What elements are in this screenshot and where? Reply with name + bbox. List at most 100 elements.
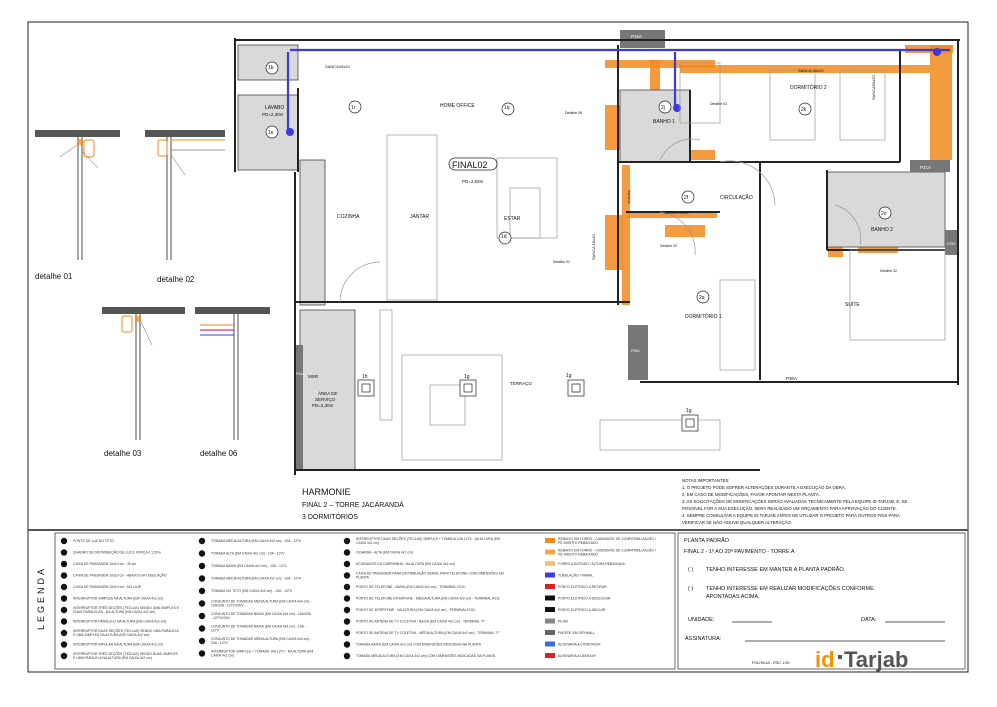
legend-symbol-icon <box>545 595 555 601</box>
legend-symbol-icon <box>343 595 351 602</box>
legend-item-label: INTERRUPTOR SIMPLES NA ALTURA (EM CAIXA … <box>73 597 163 601</box>
svg-text:2j: 2j <box>661 105 665 111</box>
sanca-vertical: SANCA <box>627 190 632 204</box>
option-modify-label: TENHO INTERESSE EM REALIZAR MODIFICAÇÕES… <box>706 585 874 592</box>
detail-03[interactable]: detalhe 03 <box>102 307 185 458</box>
legend-item-label: PILAR <box>558 620 568 624</box>
legend-item-label: TUBULAÇÃO / RAMAL <box>558 573 593 578</box>
legend-symbol-icon <box>343 641 351 648</box>
legend-item-label: CONJUNTO DE TOMADAS BAIXA (EM CAIXA 4x4 … <box>211 612 312 620</box>
svg-text:POSSÍVEL FOR A SUA EXECUÇÃO, S: POSSÍVEL FOR A SUA EXECUÇÃO, SERÁ REALIZ… <box>682 506 897 511</box>
svg-text:VERIFICAR SE NÃO HOUVE QUALQUE: VERIFICAR SE NÃO HOUVE QUALQUER ALTERAÇÃ… <box>682 520 792 525</box>
legend-symbol-icon <box>60 652 68 660</box>
unit-final: FINAL02 <box>452 160 488 170</box>
legend-item-label: PAREDE EM DRYWALL <box>558 631 595 635</box>
sanca-dorm2: SANCA 50x20 <box>798 68 824 73</box>
svg-text:1g: 1g <box>686 408 692 414</box>
sanca-dorm1: SANCA 10x10 <box>591 234 596 260</box>
detail-02[interactable]: detalhe 02 <box>145 130 225 284</box>
room-estar: ESTAR <box>504 216 521 222</box>
important-notes: NOTAS IMPORTANTES: 1. O PROJETO PODE SOF… <box>682 478 908 525</box>
fixture-1g-b: 1g <box>566 373 585 397</box>
svg-text:2q: 2q <box>699 295 705 301</box>
room-dormitorio-1: DORMITÓRIO 1 <box>685 313 722 320</box>
room-terraco: TERRAÇO <box>510 381 533 386</box>
wall-p30a: P30A <box>786 376 797 381</box>
data-label: DATA: <box>861 617 877 623</box>
legend-symbol-icon <box>343 537 351 545</box>
svg-text:1q: 1q <box>504 105 510 111</box>
fixture-1g-a: 1g <box>459 374 477 397</box>
legend-symbol-icon <box>198 537 206 545</box>
circuit-tag-2k: 2k <box>798 102 812 116</box>
title-heading: PLANTA PADRÃO <box>684 537 730 544</box>
legend-item-label: ALVENARIA A CONSTRUIR <box>558 643 601 647</box>
legend-symbol-icon <box>545 584 555 589</box>
legend-item-label: INTERRUPTOR TRÊS SEÇÕES (TECLAS) SENDO U… <box>73 605 180 614</box>
svg-text:2k: 2k <box>801 107 807 113</box>
legend-symbol-icon <box>198 562 206 570</box>
detail-06[interactable]: detalhe 06 <box>195 307 270 458</box>
legend-symbol-icon <box>60 572 68 579</box>
svg-text:id: id <box>815 647 835 672</box>
legend-symbol-icon <box>545 618 555 624</box>
detail-ref-02b: Detalhe 02 <box>660 244 677 248</box>
svg-text:1r: 1r <box>351 105 356 111</box>
svg-text:Tarjab: Tarjab <box>844 647 908 672</box>
legend-symbol-icon <box>343 618 351 625</box>
detail-ref-02c: Detalhe 02 <box>880 269 897 273</box>
legend-item-label: TOMADA MÉDIA ALTURA (EM CAIXA 4x2 cm) CO… <box>356 653 496 658</box>
legend-symbol-icon <box>60 583 68 591</box>
legend-item-label: PONTO ELÉTRICO A DESLOCAR <box>558 596 611 601</box>
legend-item-label: TOMADA MÉDIA ALTURA (EM CAIXA 4x2 cm) - … <box>211 538 302 543</box>
circuit-tag-1r: 1r <box>348 100 362 114</box>
legend-box <box>54 532 676 670</box>
detail-01[interactable]: detalhe 01 <box>35 130 120 281</box>
option-modify-checkbox[interactable]: ( ) <box>688 586 693 592</box>
room-cozinha: COZINHA <box>337 214 360 220</box>
option-keep-label: TENHO INTERESSE EM MANTER A PLANTA PADRÃ… <box>706 566 846 573</box>
legend-item-label: ACIONADOR DA CAMPAINHA - NA ALTURA (EM C… <box>356 562 455 566</box>
legend-item-label: PONTO DE LUZ NO TETO <box>73 539 114 543</box>
legend-symbol-icon <box>343 549 351 556</box>
legend-symbol-icon <box>60 618 68 625</box>
legend-symbol-icon <box>545 549 555 555</box>
sheet-number: FOLHA A3 - ESC 1:50 <box>752 661 790 665</box>
assinatura-label: ASSINATURA: <box>685 636 722 642</box>
legend-item-label: TOMADA ALTA (EM CAIXA 4x2 cm) - 10A - 12… <box>211 552 285 556</box>
sanca-label: SANCA25x20 <box>325 64 350 69</box>
room-lavabo: LAVABO <box>265 105 284 111</box>
legend-item-label: CAIXA DE PASSAGEM 10x10 cm - ABAIXO DA T… <box>73 573 167 578</box>
legend-item-label: TOMADA NO TETO (EM CAIXA 4x2 cm) - 10A -… <box>211 589 293 593</box>
wall-p29a: P29A <box>947 242 956 246</box>
detail-ref-01: Detalhe 01 <box>553 260 570 264</box>
svg-text:3. AS SOLICITAÇÕES DE MODIFICA: 3. AS SOLICITAÇÕES DE MODIFICAÇÕES SERÃO… <box>682 499 908 504</box>
svg-text:1. O PROJETO PODE SOFRER ALTER: 1. O PROJETO PODE SOFRER ALTERAÇÕES DURA… <box>682 485 846 490</box>
legend-symbol-icon <box>343 652 351 660</box>
circuit-tag-2f: 2f <box>681 190 695 204</box>
legend-item-label: CONJUNTO DE TOMADAS BAIXA (EM CAIXA 4x4 … <box>211 625 307 633</box>
legend-item-label: PONTO DE INTERFONE - NA ALTURA (EM CAIXA… <box>356 608 475 612</box>
legend-symbol-icon <box>60 595 68 602</box>
legend-symbol-icon <box>545 653 555 658</box>
legend-symbol-icon <box>198 650 206 657</box>
lavabo-pd: PD=2,30m <box>262 112 284 117</box>
fixture-1h: 1h <box>357 374 375 397</box>
legend-item-label: TOMADA BAIXA (EM CAIXA 4x2 cm) COM DIMEN… <box>356 642 482 647</box>
legend-symbol-icon <box>343 583 351 591</box>
legend-symbol-icon <box>343 572 351 579</box>
svg-text:1h: 1h <box>362 374 368 380</box>
svg-text:NOTAS IMPORTANTES:: NOTAS IMPORTANTES: <box>682 478 730 483</box>
detail-ref-02a: Detalhe 02 <box>710 102 727 106</box>
legend-item-label: REBAIXO EM FORRO - CANDIDATE DE COMPATIB… <box>558 548 657 557</box>
legend-symbol-icon <box>198 550 206 557</box>
svg-text:2. EM CASO DE MODIFICAÇÕES, FA: 2. EM CASO DE MODIFICAÇÕES, FAVOR APONTA… <box>682 492 820 497</box>
floor-plan: SANCA25x20 LAVABO PD=2,30m HOME OFFICE F… <box>234 30 960 521</box>
legend-item-label: PONTO DE ANTENA DE TV COLETIVA - MÉDIA A… <box>356 630 501 635</box>
legend-item-label: FORRO AJUSTADO / ALTURA REBAIXADA <box>558 562 625 566</box>
option-keep-checkbox[interactable]: ( ) <box>688 567 693 573</box>
legend-symbol-icon <box>60 629 68 637</box>
legend-symbol-icon <box>343 606 351 614</box>
room-banho-1: BANHO 1 <box>653 119 675 125</box>
